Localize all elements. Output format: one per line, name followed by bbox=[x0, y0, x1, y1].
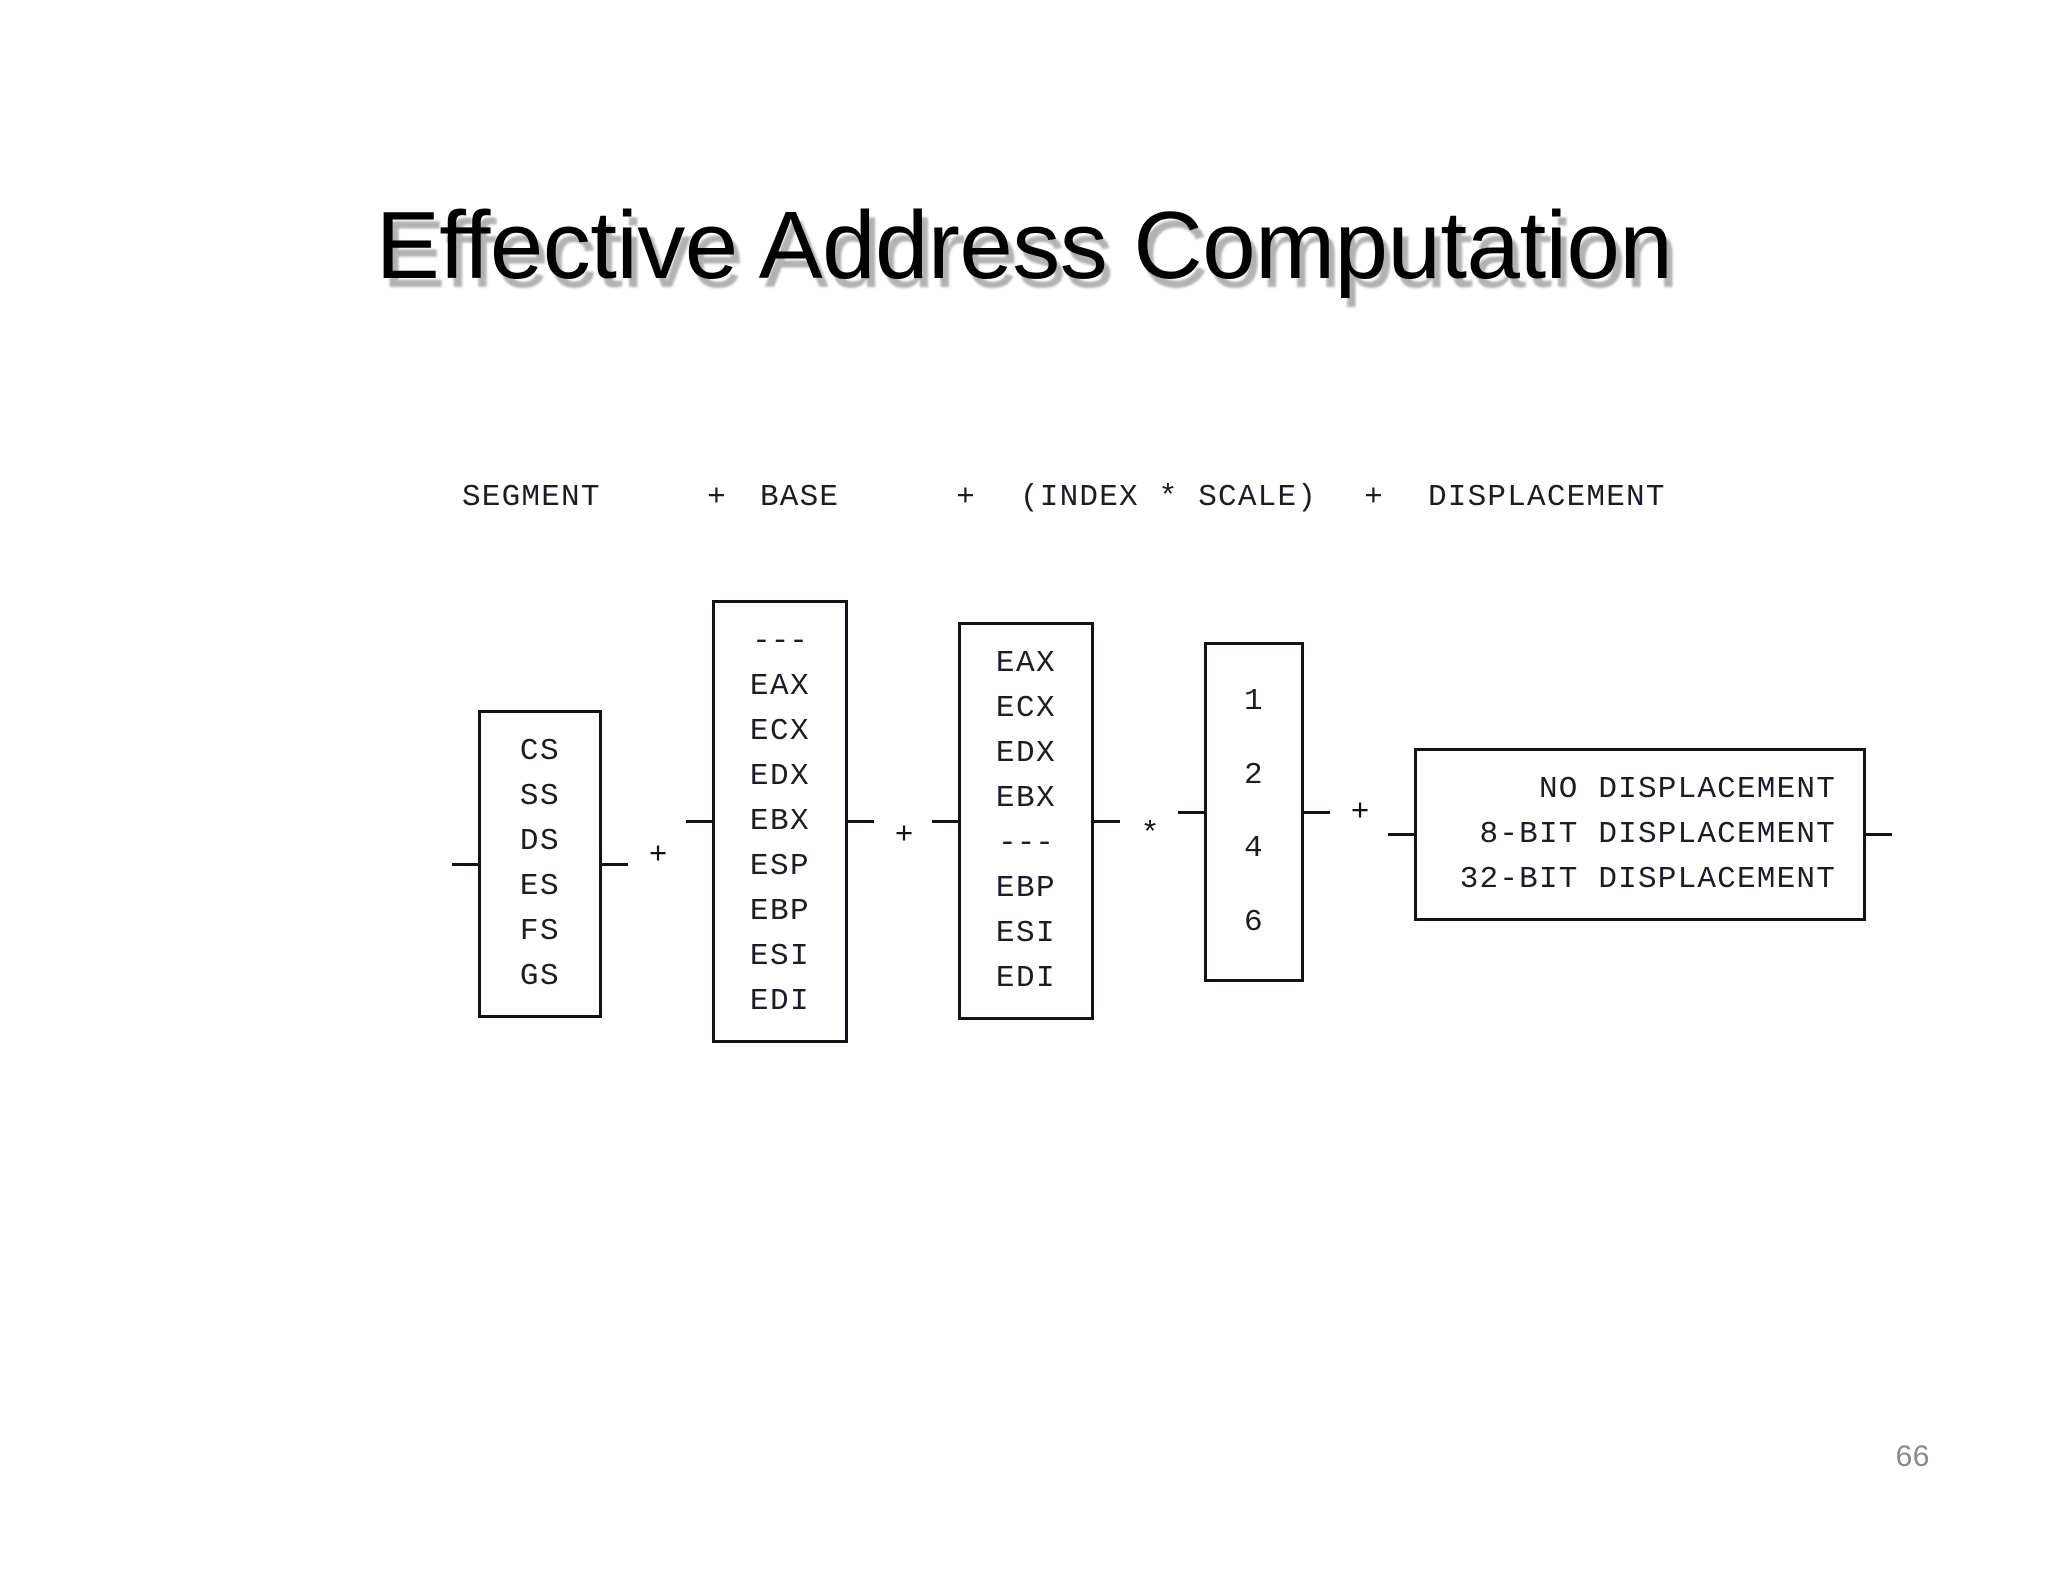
index-item: ESI bbox=[995, 916, 1057, 951]
connector-line-left bbox=[452, 862, 478, 866]
connector-line-right bbox=[1094, 819, 1120, 823]
segment-item: CS bbox=[519, 734, 561, 769]
scale-item: 4 bbox=[1243, 831, 1265, 867]
operator-plus-base-index-wrap: + bbox=[876, 600, 932, 1070]
connector-line-right bbox=[1866, 833, 1892, 836]
header-operator-plus-2: + bbox=[956, 479, 976, 515]
base-item: ECX bbox=[749, 714, 811, 749]
base-item: EDI bbox=[749, 984, 811, 1019]
index-bracket: EAX ECX EDX EBX --- EBP ESI EDI bbox=[958, 622, 1094, 1020]
connector-line-left bbox=[1388, 833, 1414, 836]
bracket-row: CS SS DS ES FS GS + --- EAX ECX EDX EBX … bbox=[0, 600, 2048, 1100]
connector-line-left bbox=[1178, 810, 1204, 814]
displacement-group: NO DISPLACEMENT 8-BIT DISPLACEMENT 32-BI… bbox=[1388, 748, 1892, 921]
scale-item: 6 bbox=[1243, 904, 1265, 940]
header-term-base: BASE bbox=[760, 479, 840, 515]
header-term-index-scale: (INDEX * SCALE) bbox=[1020, 479, 1318, 515]
formula-header: SEGMENT + BASE + (INDEX * SCALE) + DISPL… bbox=[462, 470, 1712, 524]
operator-asterisk-icon: * bbox=[1140, 817, 1160, 852]
connector-line-right bbox=[848, 820, 874, 823]
displacement-item: 32-BIT DISPLACEMENT bbox=[1459, 862, 1836, 897]
displacement-bracket: NO DISPLACEMENT 8-BIT DISPLACEMENT 32-BI… bbox=[1414, 748, 1866, 921]
header-term-displacement: DISPLACEMENT bbox=[1428, 479, 1666, 515]
scale-item: 1 bbox=[1243, 684, 1265, 720]
connector-line-left bbox=[932, 819, 958, 823]
index-item: EAX bbox=[995, 646, 1057, 681]
base-item: --- bbox=[752, 624, 808, 659]
scale-item: 2 bbox=[1243, 757, 1265, 793]
index-item: EDX bbox=[995, 736, 1057, 771]
segment-item: ES bbox=[519, 869, 561, 904]
segment-item: DS bbox=[519, 824, 561, 859]
header-operator-plus-1: + bbox=[707, 479, 727, 515]
segment-item: GS bbox=[519, 959, 561, 994]
base-item: EAX bbox=[749, 669, 811, 704]
operator-plus-scale-displacement-wrap: + bbox=[1332, 642, 1388, 982]
header-term-segment: SEGMENT bbox=[462, 479, 601, 515]
segment-bracket: CS SS DS ES FS GS bbox=[478, 710, 602, 1018]
connector-line-left bbox=[686, 820, 712, 823]
index-item: --- bbox=[998, 826, 1054, 861]
page-number: 66 bbox=[1895, 1440, 1930, 1473]
operator-plus-icon: + bbox=[1350, 794, 1370, 830]
base-group: --- EAX ECX EDX EBX ESP EBP ESI EDI bbox=[686, 600, 874, 1043]
index-item: EBP bbox=[995, 871, 1057, 906]
operator-plus-segment-base-wrap: + bbox=[630, 710, 686, 1000]
base-item: ESP bbox=[749, 849, 811, 884]
base-item: EDX bbox=[749, 759, 811, 794]
displacement-item: NO DISPLACEMENT bbox=[1538, 772, 1836, 807]
base-item: ESI bbox=[749, 939, 811, 974]
connector-line-right bbox=[1304, 810, 1330, 814]
index-item: EDI bbox=[995, 961, 1057, 996]
scale-group: 1 2 4 6 bbox=[1178, 642, 1330, 982]
index-item: ECX bbox=[995, 691, 1057, 726]
base-item: EBX bbox=[749, 804, 811, 839]
operator-times-index-scale-wrap: * bbox=[1122, 622, 1178, 1047]
base-bracket: --- EAX ECX EDX EBX ESP EBP ESI EDI bbox=[712, 600, 848, 1043]
operator-plus-icon: + bbox=[648, 837, 668, 873]
index-group: EAX ECX EDX EBX --- EBP ESI EDI bbox=[932, 622, 1120, 1020]
connector-line-right bbox=[602, 862, 628, 866]
base-item: EBP bbox=[749, 894, 811, 929]
segment-group: CS SS DS ES FS GS bbox=[452, 710, 628, 1018]
header-operator-plus-3: + bbox=[1364, 479, 1384, 515]
index-item: EBX bbox=[995, 781, 1057, 816]
segment-item: FS bbox=[519, 914, 561, 949]
segment-item: SS bbox=[519, 779, 561, 814]
page-title: Effective Address Computation bbox=[375, 192, 1673, 299]
displacement-item: 8-BIT DISPLACEMENT bbox=[1479, 817, 1836, 852]
operator-plus-icon: + bbox=[894, 817, 914, 853]
scale-bracket: 1 2 4 6 bbox=[1204, 642, 1304, 982]
